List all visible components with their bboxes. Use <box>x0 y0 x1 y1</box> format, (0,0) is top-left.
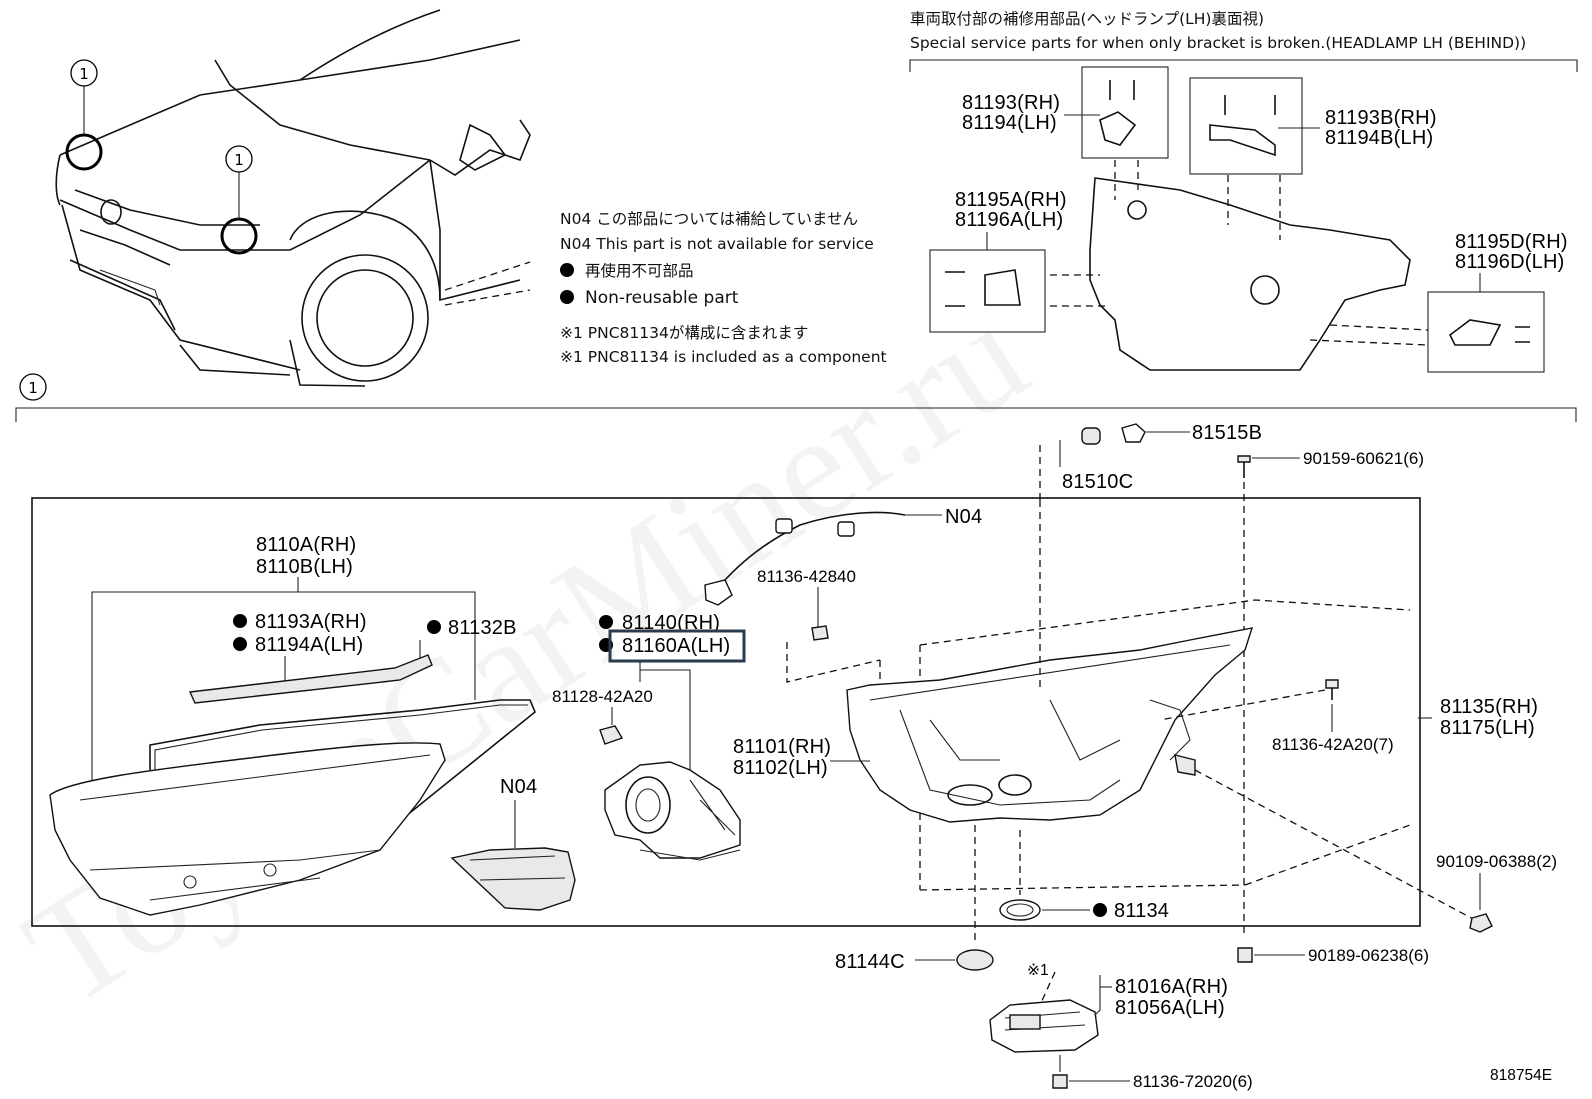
vehicle-front-illustration: 1 1 <box>55 9 531 387</box>
ref-marker-1: 1 <box>234 151 244 169</box>
label-81194: 81194(LH) <box>962 112 1057 134</box>
note-nonreusable-ja: 再使用不可部品 <box>585 262 694 280</box>
section-ref-marker: 1 <box>28 379 38 397</box>
label-81144c: 81144C <box>835 951 905 973</box>
seal-81134-group: 81134 <box>999 830 1169 922</box>
note-pnc-en: ※1 PNC81134 is included as a component <box>560 348 887 366</box>
label-81136-72020: 81136-72020(6) <box>1133 1072 1253 1091</box>
label-81101: 81101(RH) <box>733 736 831 758</box>
nonreusable-dot-icon <box>599 615 613 629</box>
label-81056a: 81056A(LH) <box>1115 997 1225 1019</box>
nonreusable-dot-icon <box>233 637 247 651</box>
label-81193b: 81193B(RH) <box>1325 107 1437 129</box>
label-81194a: 81194A(LH) <box>255 634 363 656</box>
label-8110a: 8110A(RH) <box>256 534 356 556</box>
special-service-title-en: Special service parts for when only brac… <box>910 34 1526 52</box>
note-n04-ja: N04 この部品については補給していません <box>560 210 858 228</box>
note-nonreusable-en: Non-reusable part <box>585 288 739 308</box>
nonreusable-dot-icon <box>427 620 441 634</box>
label-81136-42840: 81136-42840 <box>757 567 856 586</box>
headlamp-marker-circle <box>220 217 258 255</box>
housing-group: 81101(RH) 81102(LH) 81136-42A20(7) <box>733 500 1476 921</box>
note-n04-en: N04 This part is not available for servi… <box>560 235 874 253</box>
nonreusable-dot-icon <box>560 263 574 277</box>
projector-group: 81140(RH) 81160A(LH) 81128-42A20 <box>552 612 746 861</box>
label-81515b: 81515B <box>1192 422 1262 444</box>
watermark: ToyotaCarMiner.ru <box>0 271 1054 1037</box>
label-81136-42a20: 81136-42A20(7) <box>1272 735 1394 754</box>
special-service-title-ja: 車両取付部の補修用部品(ヘッドランプ(LH)裏面視) <box>910 9 1264 28</box>
highlight-box-81160a <box>608 629 746 663</box>
label-81510c: 81510C <box>1062 471 1133 493</box>
label-81016a: 81016A(RH) <box>1115 976 1228 998</box>
note-pnc-ja: ※1 PNC81134が構成に含まれます <box>560 324 808 342</box>
assembly-frame <box>31 497 1421 927</box>
label-81128-42a20: 81128-42A20 <box>552 687 653 706</box>
wire-harness-n04: N04 81136-42840 <box>704 506 982 683</box>
label-n04-top: N04 <box>945 506 982 528</box>
label-90109-06388: 90109-06388(2) <box>1436 852 1557 871</box>
figure-id: 818754E <box>1490 1067 1552 1084</box>
label-81194b: 81194B(LH) <box>1325 127 1433 149</box>
small-parts-top: 81515B 81510C 90159-60621(6) <box>1039 422 1424 935</box>
label-81193: 81193(RH) <box>962 92 1060 114</box>
label-81132b: 81132B <box>448 617 517 639</box>
screw-90189-group: 90189-06238(6) <box>1237 946 1429 965</box>
nonreusable-dot-icon <box>560 290 574 304</box>
label-8110b: 8110B(LH) <box>256 556 353 578</box>
label-90159-60621: 90159-60621(6) <box>1303 449 1424 468</box>
section-bracket <box>15 407 1577 422</box>
label-90189-06238: 90189-06238(6) <box>1308 946 1429 965</box>
label-81175: 81175(LH) <box>1440 717 1535 739</box>
bolt-90109-group: 90109-06388(2) <box>1436 852 1557 933</box>
label-81140: 81140(RH) <box>622 612 720 634</box>
nonreusable-dot-icon <box>233 614 247 628</box>
bracket-81135-group: 81135(RH) 81175(LH) <box>1418 696 1538 739</box>
label-81196a: 81196A(LH) <box>955 209 1063 231</box>
label-81193a: 81193A(RH) <box>255 611 367 633</box>
lens-group: 8110A(RH) 8110B(LH) 81193A(RH) 81194A(LH… <box>49 534 536 916</box>
label-81135: 81135(RH) <box>1440 696 1538 718</box>
special-service-section: 車両取付部の補修用部品(ヘッドランプ(LH)裏面視) Special servi… <box>909 9 1578 373</box>
label-81160a-highlighted[interactable]: 81160A(LH) <box>622 635 730 657</box>
label-81195a: 81195A(RH) <box>955 189 1067 211</box>
label-81196d: 81196D(LH) <box>1455 251 1564 273</box>
label-81134: 81134 <box>1114 900 1169 922</box>
label-n04-mid: N04 <box>500 776 537 798</box>
notes-block: N04 この部品については補給していません N04 This part is n… <box>560 210 887 366</box>
headlamp-marker-circle <box>65 133 103 171</box>
label-mark-1: ※1 <box>1027 962 1049 979</box>
nonreusable-dot-icon <box>1093 903 1107 917</box>
label-81195d: 81195D(RH) <box>1455 231 1568 253</box>
ecu-81016a-group: ※1 81016A(RH) 81056A(LH) 81136-72020(6) <box>989 962 1253 1091</box>
cap-81144c-group: 81144C <box>835 825 994 973</box>
label-81102: 81102(LH) <box>733 757 828 779</box>
reflector-n04: N04 <box>450 776 576 911</box>
ref-marker-1: 1 <box>79 65 89 83</box>
